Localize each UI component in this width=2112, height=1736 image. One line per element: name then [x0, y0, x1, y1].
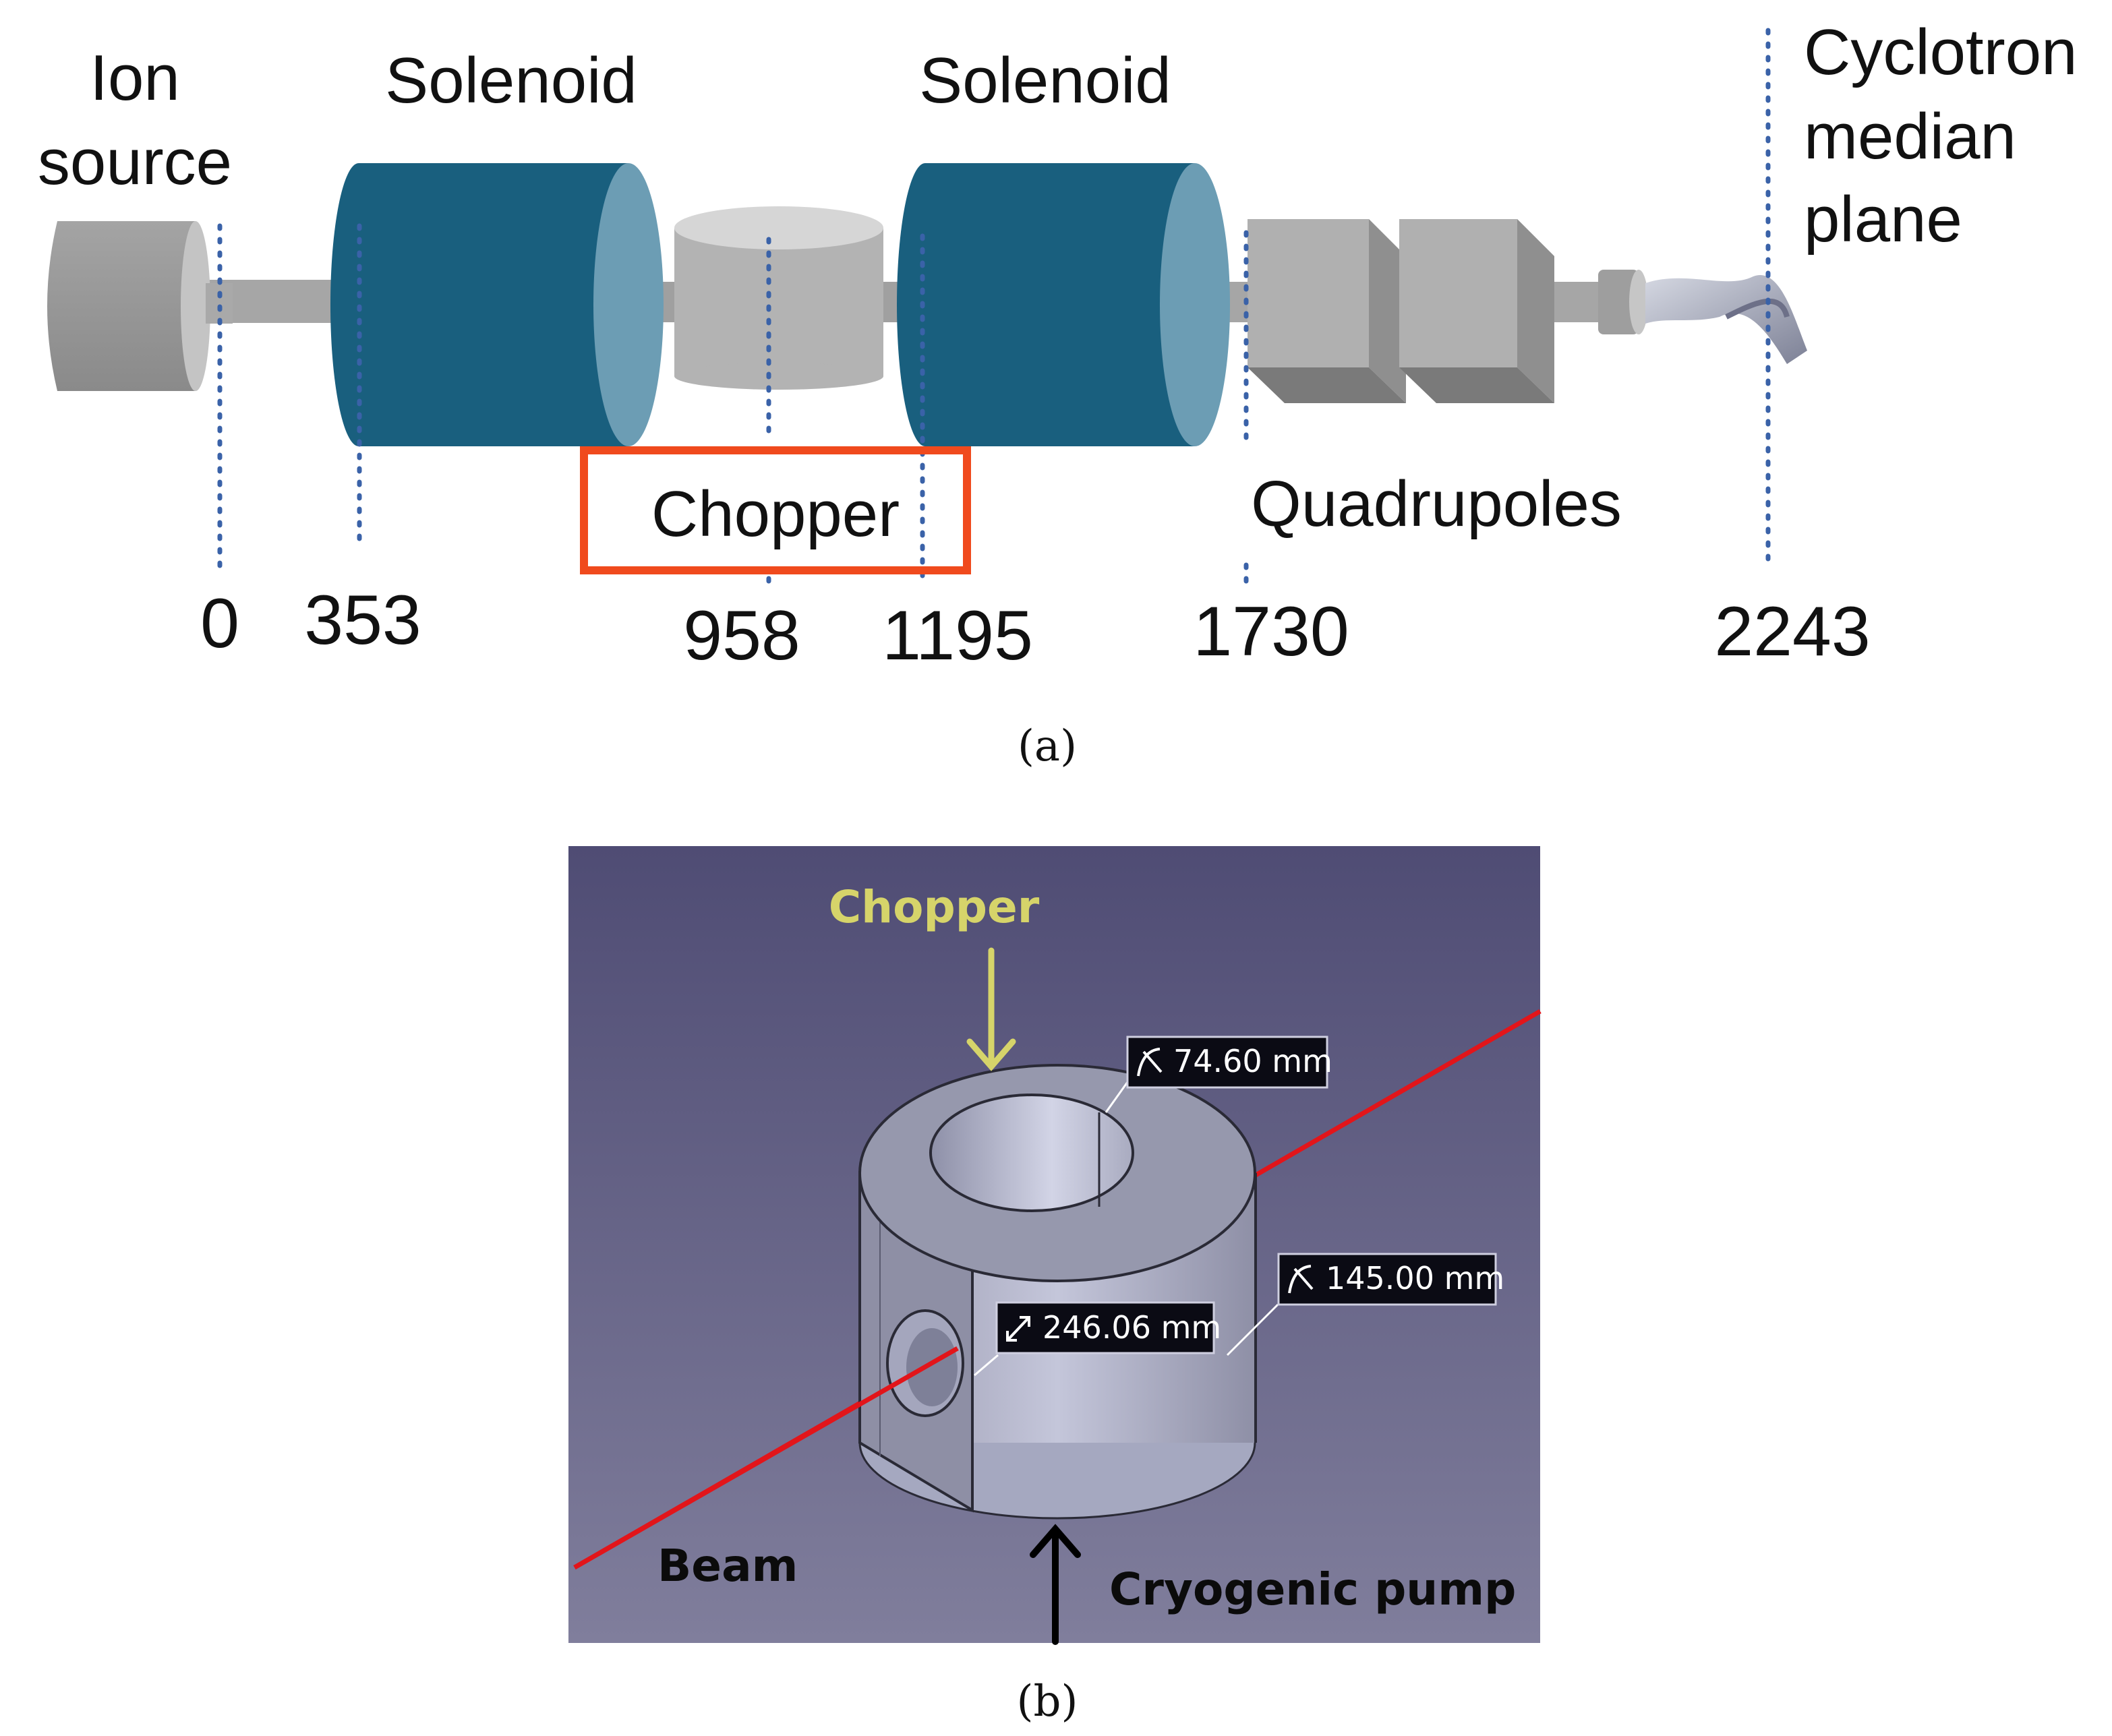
chopper-highlight-box	[580, 446, 971, 574]
ion-source-label-line2: source	[38, 126, 232, 198]
radius-icon	[1288, 1265, 1314, 1294]
dimension-tag-radius-outer: 145.00 mm	[1277, 1253, 1504, 1306]
solenoid-1-label: Solenoid	[385, 44, 637, 117]
ion-source	[47, 221, 233, 391]
position-label: 958	[683, 597, 800, 675]
inflector	[1645, 275, 1807, 364]
ion-source-label-line1: Ion	[90, 42, 179, 114]
cyclotron-label-line3: plane	[1804, 183, 1962, 256]
cyclotron-label-line2: median	[1804, 100, 2016, 173]
panel-a: Ion source Solenoid Solenoid Cyclotron m…	[38, 16, 2078, 771]
dimension-text: 145.00 mm	[1326, 1260, 1504, 1296]
quadrupole-1	[1248, 219, 1406, 403]
dimension-tag-radius-inner: 74.60 mm	[1126, 1036, 1332, 1089]
dimension-text: 74.60 mm	[1173, 1043, 1332, 1079]
solenoid-2	[897, 163, 1230, 446]
chopper-title: Chopper	[829, 881, 1040, 933]
chopper-label: Chopper	[651, 478, 900, 550]
caption-b: (b)	[1017, 1677, 1078, 1727]
position-label: 0	[200, 585, 239, 663]
arrow-down-icon	[966, 947, 1016, 1071]
beam-pipe	[1551, 282, 1605, 322]
radius-icon	[1137, 1048, 1163, 1077]
beam-line-front	[573, 1346, 959, 1570]
cryogenic-pump-label: Cryogenic pump	[1109, 1563, 1516, 1615]
dimension-text: 246.06 mm	[1043, 1309, 1221, 1346]
quadrupoles-label: Quadrupoles	[1251, 468, 1622, 540]
solenoid-1	[330, 163, 664, 446]
position-label: 1195	[882, 597, 1033, 675]
dimension-tag-diameter: 246.06 mm	[995, 1301, 1221, 1354]
dimension-leaders	[974, 1081, 1279, 1377]
chopper-cylinder	[674, 206, 883, 390]
cyclotron-label-line1: Cyclotron	[1804, 16, 2077, 88]
top-bore	[929, 1094, 1134, 1212]
quadrupole-2	[1399, 219, 1554, 403]
solenoid-2-label: Solenoid	[919, 44, 1171, 117]
chopper-part	[858, 1064, 1257, 1520]
position-label: 353	[304, 581, 421, 659]
caption-a: (a)	[1018, 721, 1077, 771]
diameter-icon	[1006, 1316, 1030, 1342]
position-label: 2243	[1714, 593, 1870, 671]
guide-lines	[217, 28, 1771, 591]
position-label: 1730	[1193, 593, 1349, 671]
arrow-up-icon	[1030, 1524, 1081, 1645]
panel-b: Chopper 74.60 mm 145.00 mm	[568, 846, 1542, 1727]
flange	[1598, 270, 1648, 334]
beam-label: Beam	[657, 1540, 798, 1592]
